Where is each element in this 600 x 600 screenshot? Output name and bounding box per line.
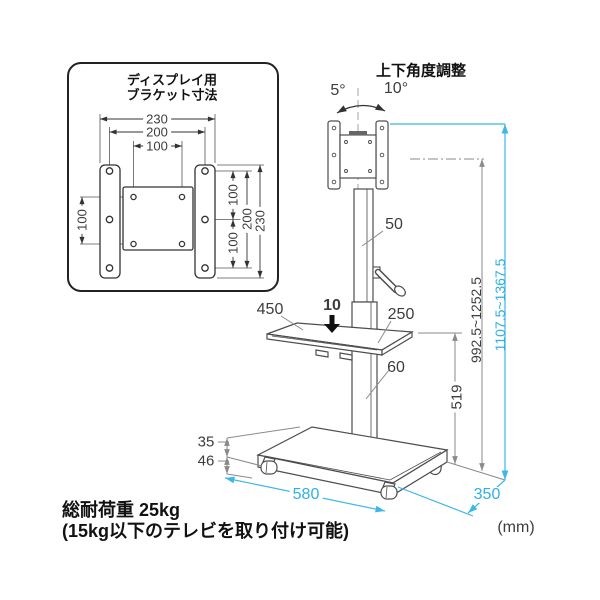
leader-shelf-width bbox=[280, 315, 304, 331]
dim-label-shelf-width: 450 bbox=[256, 301, 284, 318]
crank-handle bbox=[372, 266, 406, 297]
shelf-clip bbox=[339, 352, 353, 361]
angle-label-5deg: 5° bbox=[330, 82, 346, 99]
gray-dimension-lines bbox=[218, 158, 506, 481]
shelf-thickness-arrow bbox=[324, 315, 340, 333]
dim-label-base-depth: 350 bbox=[470, 487, 504, 503]
screw-hole bbox=[130, 240, 137, 248]
unit-label: (mm) bbox=[497, 519, 535, 536]
leader-pole-upper bbox=[361, 230, 384, 247]
dim-label-shelf-thickness: 10 bbox=[323, 297, 341, 314]
load-capacity-text: 総耐荷重 25kg bbox=[62, 500, 181, 520]
screw-hole bbox=[105, 167, 114, 175]
shelf bbox=[266, 322, 414, 361]
shelf-clip bbox=[315, 349, 329, 358]
vesa-plates bbox=[99, 164, 216, 279]
shelf-right-edge bbox=[381, 330, 413, 357]
bracket-top-tab bbox=[349, 131, 367, 136]
dim-label-caster-height: 46 bbox=[197, 452, 215, 470]
screw-hole bbox=[105, 215, 114, 224]
dim-label-vesa-right-100-upper: 100 bbox=[226, 181, 241, 209]
dim-label-shelf-depth: 250 bbox=[387, 306, 415, 323]
leader-shelf-depth bbox=[377, 320, 392, 344]
caster-front-left bbox=[260, 456, 278, 475]
screw-hole bbox=[130, 193, 137, 201]
tilt-arc-arrow bbox=[336, 103, 386, 114]
leader-pole-lower bbox=[365, 369, 390, 400]
crank-knob bbox=[394, 285, 406, 297]
screw-hole bbox=[178, 193, 186, 201]
dim-label-shelf-height: 519 bbox=[449, 381, 466, 413]
dim-label-pole-upper: 50 bbox=[385, 216, 403, 233]
screw-hole bbox=[201, 264, 209, 272]
dim-label-vesa-100-width: 100 bbox=[143, 139, 171, 153]
dim-label-overall-height: 1107.5~1367.5 bbox=[492, 258, 508, 352]
dim-label-vesa-hole-width: 200 bbox=[143, 125, 171, 139]
inset-title-line1: ディスプレイ用 bbox=[126, 72, 218, 88]
inset-title-line2: ブラケット寸法 bbox=[126, 87, 218, 103]
screw-hole bbox=[105, 264, 114, 272]
dim-label-vesa-right-230: 230 bbox=[253, 207, 268, 235]
display-bracket bbox=[327, 120, 389, 190]
screw-hole bbox=[201, 167, 209, 175]
screw-hole bbox=[178, 240, 186, 248]
dim-label-bracket-center-height: 992.5~1252.5 bbox=[468, 276, 484, 364]
dim-label-base-thickness: 35 bbox=[197, 433, 215, 451]
load-capacity-note: (15kg以下のテレビを取り付け可能) bbox=[62, 521, 350, 541]
dim-label-base-width: 580 bbox=[289, 487, 323, 503]
dim-label-pole-lower: 60 bbox=[387, 359, 405, 376]
dim-label-vesa-right-100-lower: 100 bbox=[226, 229, 241, 257]
angle-adjust-title: 上下角度調整 bbox=[375, 62, 467, 80]
vesa-bracket-diagram bbox=[79, 114, 264, 279]
dim-label-vesa-left-100: 100 bbox=[75, 206, 90, 234]
bracket-inset-box bbox=[67, 62, 279, 292]
vesa-center-plate bbox=[122, 186, 194, 251]
screw-hole bbox=[201, 215, 209, 224]
angle-label-10deg: 10° bbox=[383, 80, 409, 97]
